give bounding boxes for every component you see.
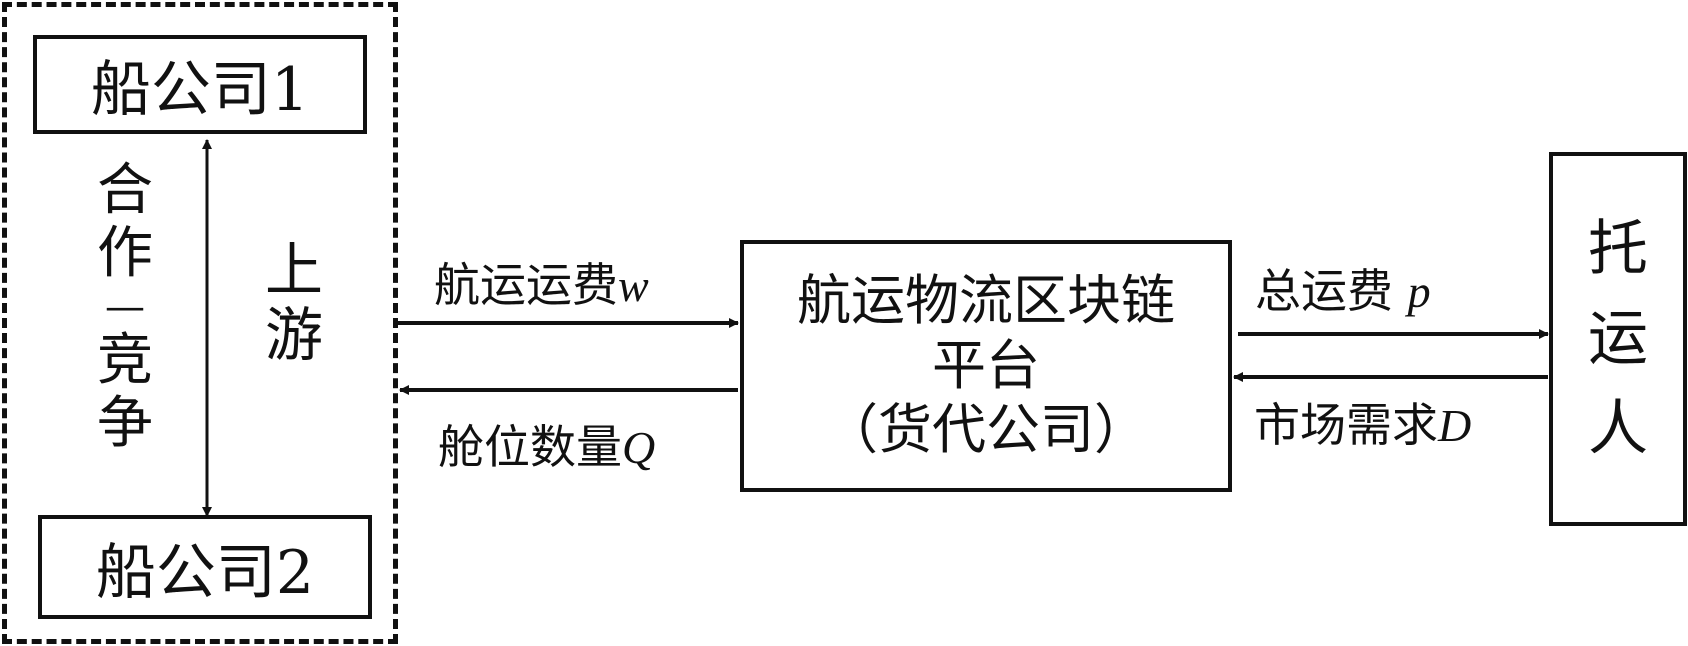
relation-char: 竞 xyxy=(97,328,153,394)
freight-w-label: 航运运费w xyxy=(434,262,649,309)
platform-box: 航运物流区块链 平台 （货代公司） xyxy=(740,240,1232,492)
shipper-box: 托 运 人 xyxy=(1549,152,1687,526)
slots-text: 舱位数量 xyxy=(438,420,622,474)
total-freight-text: 总运费 xyxy=(1255,264,1408,318)
demand-var: D xyxy=(1438,400,1472,451)
freight-var: w xyxy=(618,260,649,311)
shipping-company-2-label: 船公司2 xyxy=(95,537,315,608)
shipping-company-1-label: 船公司1 xyxy=(90,55,310,125)
slots-q-label: 舱位数量Q xyxy=(438,424,655,471)
relation-char: — xyxy=(105,284,145,331)
platform-forwarder: （货代公司） xyxy=(824,398,1148,462)
total-freight-p-label: 总运费 p xyxy=(1255,268,1431,315)
shipper-char: 人 xyxy=(1588,394,1648,464)
shipper-char: 运 xyxy=(1588,304,1648,374)
shipping-company-1-box: 船公司1 xyxy=(33,35,367,134)
relation-char: 争 xyxy=(97,390,153,456)
demand-d-label: 市场需求D xyxy=(1254,402,1471,449)
total-freight-var: p xyxy=(1407,266,1431,317)
platform-title: 航运物流区块链 xyxy=(797,268,1175,332)
freight-text: 航运运费 xyxy=(434,258,618,312)
upstream-group-border xyxy=(2,2,398,644)
relation-char: 作 xyxy=(97,220,153,286)
upstream-label: 上游 xyxy=(264,236,323,369)
shipping-company-2-box: 船公司2 xyxy=(38,515,372,619)
relation-char: 合 xyxy=(97,158,153,223)
platform-subtitle: 平台 xyxy=(932,333,1040,397)
shipper-char: 托 xyxy=(1588,214,1648,284)
demand-text: 市场需求 xyxy=(1254,398,1438,452)
slots-var: Q xyxy=(622,422,656,473)
cooperation-competition-label: 合 作 — 竞 争 xyxy=(90,158,160,456)
